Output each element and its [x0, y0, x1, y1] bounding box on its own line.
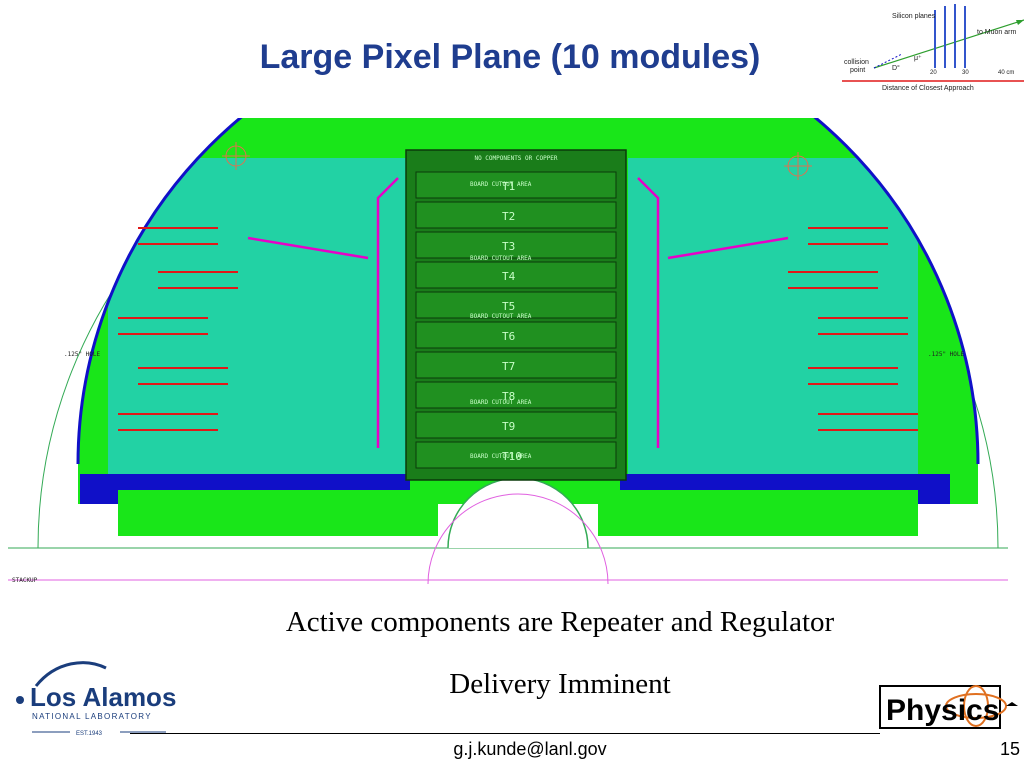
module-rows [415, 171, 617, 469]
physics-arrow-icon [1006, 702, 1018, 706]
svg-text:T7: T7 [502, 360, 515, 373]
tick-20: 20 [930, 70, 937, 76]
svg-text:T8: T8 [502, 390, 515, 403]
flange-right [598, 490, 918, 536]
flange-left [118, 490, 438, 536]
physics-logo: Physics [879, 685, 1018, 729]
page-number: 15 [999, 739, 1020, 759]
svg-text:BOARD CUTOUT AREA: BOARD CUTOUT AREA [470, 453, 532, 460]
pixel-plane-board: NO COMPONENTS OR COPPER T1 T2 T3 T4 T5 T… [8, 118, 1008, 584]
svg-text:.125" HOLE: .125" HOLE [64, 351, 101, 358]
muon-arrow-icon [1016, 20, 1024, 25]
svg-text:T2: T2 [502, 210, 515, 223]
svg-text:BOARD CUTOUT AREA: BOARD CUTOUT AREA [470, 399, 532, 406]
tick-30: 30 [962, 70, 969, 76]
svg-text:BOARD CUTOUT AREA: BOARD CUTOUT AREA [470, 255, 532, 262]
svg-text:BOARD CUTOUT AREA: BOARD CUTOUT AREA [470, 313, 532, 320]
lanl-subname: NATIONAL LABORATORY [32, 712, 152, 721]
label-mu: μ⁺ [914, 55, 922, 62]
svg-text:T4: T4 [502, 270, 516, 283]
svg-text:T9: T9 [502, 420, 515, 433]
footer-rule [130, 733, 880, 734]
muon-track [873, 19, 1024, 69]
label-muon-arm: to Muon arm [977, 29, 1016, 36]
collision-diagram: Silicon planes to Muon arm collision poi… [842, 2, 1024, 98]
label-collision: collision [844, 59, 869, 66]
left-chip-rows [118, 227, 238, 431]
svg-text:T6: T6 [502, 330, 515, 343]
svg-text:T3: T3 [502, 240, 515, 253]
orbit-icon-2 [963, 685, 989, 727]
label-point: point [850, 67, 865, 74]
right-chip-rows [788, 227, 918, 431]
power-traces [247, 177, 789, 448]
tick-40: 40 cm [998, 70, 1014, 76]
caption-active-components: Active components are Repeater and Regul… [285, 606, 835, 638]
lanl-dot-icon [16, 696, 24, 704]
footer-email: g.j.kunde@lanl.gov [453, 739, 607, 759]
lanl-est: EST.1943 [76, 731, 103, 737]
d-meson-path [873, 53, 903, 69]
center-header: NO COMPONENTS OR COPPER [474, 155, 557, 162]
lanl-arc-icon [34, 661, 107, 687]
board-edge [76, 118, 980, 465]
module-labels: T1 T2 T3 T4 T5 T6 T7 T8 T9 T10 [502, 180, 522, 463]
svg-text:BOARD CUTOUT AREA: BOARD CUTOUT AREA [470, 181, 532, 188]
lanl-logo: Los Alamos NATIONAL LABORATORY EST.1943 [16, 661, 176, 737]
svg-text:T5: T5 [502, 300, 515, 313]
caption-delivery: Delivery Imminent [449, 668, 671, 700]
svg-text:T10: T10 [502, 450, 522, 463]
slide-title: Large Pixel Plane (10 modules) [259, 38, 761, 76]
cutout-labels: BOARD CUTOUT AREA BOARD CUTOUT AREA BOAR… [470, 181, 532, 460]
label-d0: D° [892, 64, 900, 72]
lanl-name: Los Alamos [30, 682, 176, 712]
svg-text:.125" HOLE: .125" HOLE [928, 351, 965, 358]
svg-text:T1: T1 [502, 180, 515, 193]
stackup-label: STACKUP [12, 577, 38, 584]
registration-marks [222, 142, 812, 180]
label-silicon-planes: Silicon planes [892, 13, 936, 20]
label-dca: Distance of Closest Approach [882, 85, 974, 92]
beam-cutout-outline [427, 493, 609, 584]
hole-labels: .125" HOLE .125" HOLE [64, 351, 965, 358]
physics-text: Physics [886, 694, 999, 727]
